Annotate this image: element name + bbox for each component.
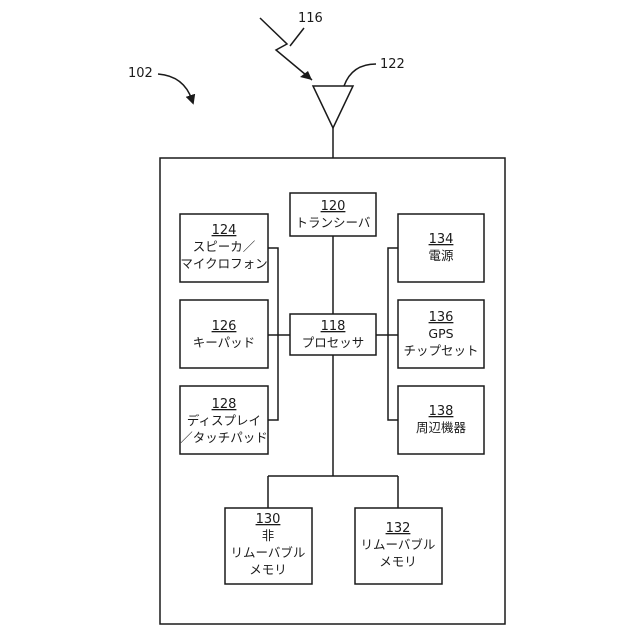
removable-memory-label-line2: メモリ — [379, 554, 417, 569]
keypad-label: キーパッド — [193, 335, 255, 350]
antenna-icon — [313, 86, 353, 128]
processor-label: プロセッサ — [302, 335, 365, 350]
ref-label-signal: 116 — [298, 11, 323, 26]
display-number: 128 — [212, 397, 237, 412]
removable-memory-number: 132 — [386, 521, 411, 536]
antenna-leader-line — [344, 64, 376, 86]
power-label: 電源 — [428, 248, 454, 263]
keypad-number: 126 — [212, 319, 237, 334]
removable-memory-label-line1: リムーバブル — [361, 537, 436, 552]
speaker-mic-label-line1: スピーカ／ — [193, 239, 256, 254]
peripherals-number: 138 — [429, 404, 454, 419]
processor-number: 118 — [321, 319, 346, 334]
power-number: 134 — [429, 232, 454, 247]
display-label-line1: ディスプレイ — [187, 413, 261, 428]
speaker-mic-label-line2: マイクロフォン — [180, 256, 267, 271]
ref-label-device: 102 — [128, 66, 153, 81]
transceiver-number: 120 — [321, 199, 346, 214]
display-label-line2: ／タッチパッド — [180, 430, 268, 445]
nonremovable-memory-label-line2: リムーバブル — [231, 545, 306, 560]
device-ref-arrow — [158, 74, 192, 100]
peripherals-label: 周辺機器 — [416, 420, 467, 435]
signal-leader-line — [290, 28, 304, 46]
nonremovable-memory-label-line3: メモリ — [249, 562, 287, 577]
speaker-mic-number: 124 — [212, 223, 237, 238]
ref-label-antenna: 122 — [380, 57, 405, 72]
gps-label-line2: チップセット — [403, 343, 478, 358]
lightning-icon — [260, 18, 312, 80]
transceiver-label: トランシーバ — [296, 215, 371, 230]
nonremovable-memory-label-line1: 非 — [262, 528, 275, 543]
keypad-box — [180, 300, 268, 368]
nonremovable-memory-number: 130 — [256, 512, 281, 527]
gps-label-line1: GPS — [428, 326, 453, 341]
gps-number: 136 — [429, 310, 454, 325]
